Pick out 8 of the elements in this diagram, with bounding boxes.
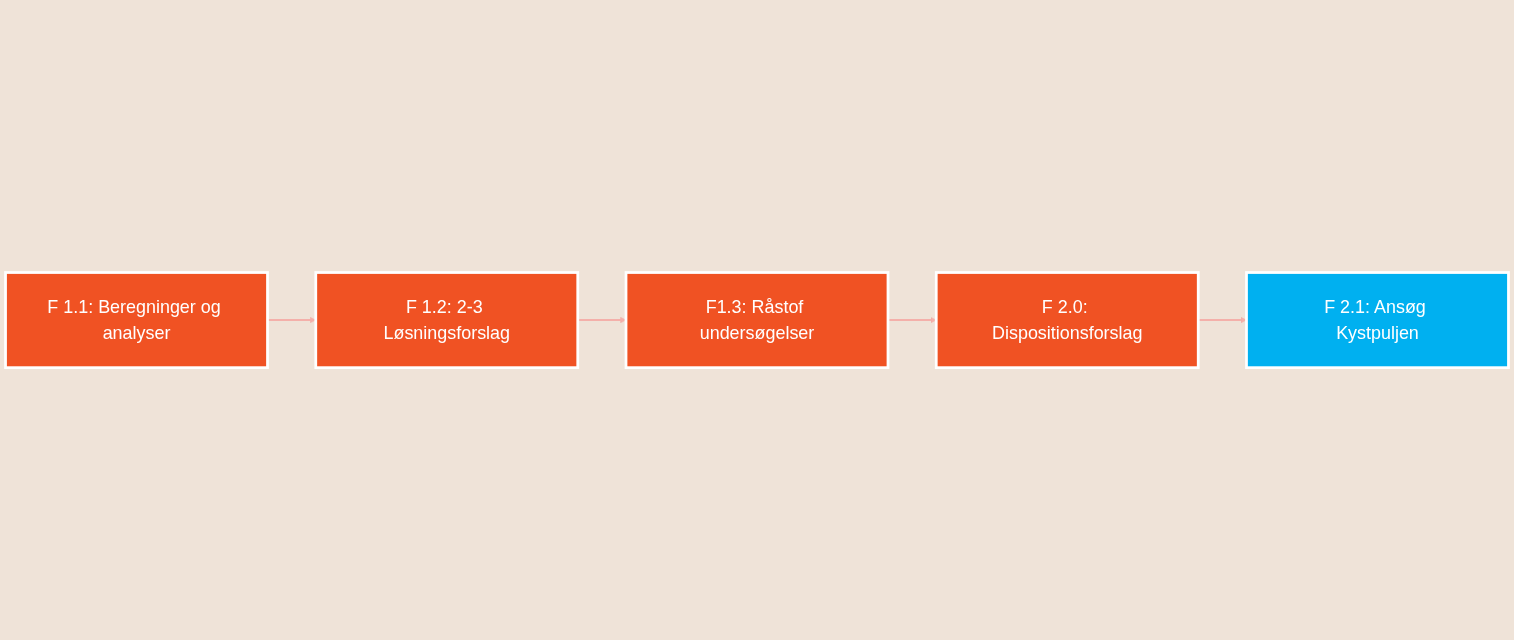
node-box: F 1.1: Beregninger og analyser — [4, 271, 269, 369]
arrow — [888, 316, 937, 324]
node-box: F 1.2: 2-3 Løsningsforslag — [314, 271, 580, 369]
arrow — [1198, 316, 1247, 324]
node-box: F 2.1: Ansøg Kystpuljen — [1245, 271, 1510, 369]
arrow — [577, 316, 627, 324]
node-box: F1.3: Råstof undersøgelser — [624, 271, 890, 369]
node-box: F 2.0: Dispositionsforslag — [934, 271, 1200, 369]
